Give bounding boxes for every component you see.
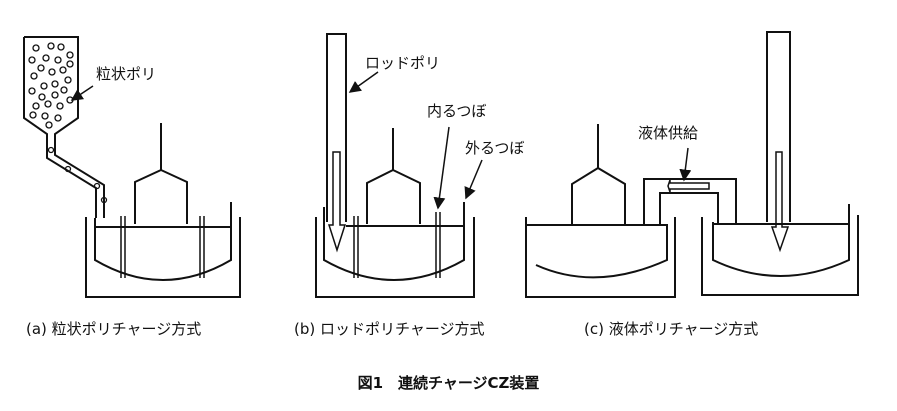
arrow-granular: [70, 85, 94, 101]
hopper: [23, 36, 105, 218]
crystal: [571, 124, 626, 224]
outer-vessel-right: [701, 215, 859, 296]
outer-vessel-left: [525, 217, 676, 298]
left-arrow: [667, 179, 710, 193]
outer-vessel: [315, 217, 475, 298]
crucible: [323, 202, 465, 281]
arrow-supply: [679, 147, 692, 182]
figure-title: 図1 連続チャージCZ装置: [357, 374, 540, 392]
inner-wall: [353, 212, 441, 278]
transfer-pipe: [643, 178, 737, 224]
panel-a-granular: [23, 36, 241, 298]
crystal: [134, 123, 188, 224]
label-granular-poly: 粒状ポリ: [96, 65, 157, 83]
rod: [766, 31, 791, 222]
crucible-left: [526, 224, 668, 279]
down-arrow: [327, 151, 347, 253]
outer-vessel: [85, 217, 241, 298]
arrow-rod: [348, 71, 379, 93]
label-inner-crucible: 内るつぼ: [427, 102, 487, 120]
label-liquid-supply: 液体供給: [638, 124, 699, 142]
arrow-inner: [433, 126, 450, 210]
caption-b: (b) ロッドポリチャージ方式: [294, 320, 485, 338]
down-arrow: [770, 151, 790, 253]
crucible: [94, 202, 232, 281]
label-outer-crucible: 外るつぼ: [465, 139, 525, 157]
label-rod-poly: ロッドポリ: [365, 54, 441, 72]
granules: [28, 42, 108, 204]
arrow-outer: [464, 159, 483, 200]
caption-c: (c) 液体ポリチャージ方式: [584, 320, 759, 338]
crystal: [366, 128, 421, 224]
crucible-right: [712, 204, 850, 277]
rod: [326, 33, 347, 222]
panel-c-liquid: [525, 31, 859, 298]
inner-wall: [120, 216, 205, 278]
panel-b-rod: [315, 33, 483, 298]
caption-a: (a) 粒状ポリチャージ方式: [26, 320, 202, 338]
